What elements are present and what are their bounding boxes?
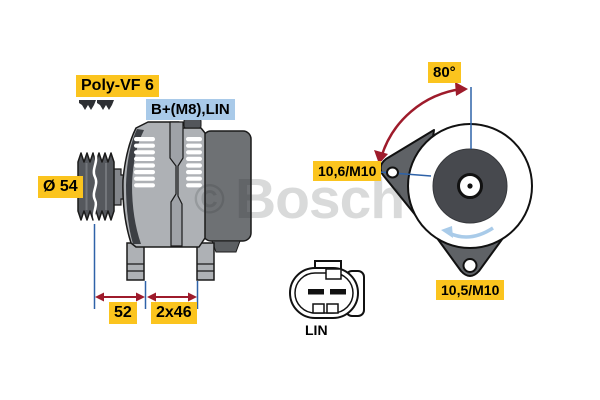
connector-key-notch xyxy=(325,268,342,280)
pulley xyxy=(77,152,115,221)
mount-hole-bottom xyxy=(462,258,478,273)
rotation-arrow xyxy=(441,226,494,239)
swivel-angle-arc xyxy=(374,82,468,164)
connector-cavity-right xyxy=(326,303,339,314)
belt-profile-icon xyxy=(79,100,114,110)
mount-hole-top-label: 10,6/M10 xyxy=(313,161,382,182)
mount-hole-bottom-label: 10,5/M10 xyxy=(436,280,505,301)
mount-hole-top xyxy=(386,166,399,179)
drive-end-edge xyxy=(126,129,144,244)
swivel-angle-label: 80° xyxy=(428,62,461,84)
hub-center-dot xyxy=(467,183,473,189)
pulley-diameter-label: Ø 54 xyxy=(38,176,83,199)
connector-cavity-left xyxy=(312,303,325,314)
dimension-52-label: 52 xyxy=(109,302,137,325)
mounting-feet xyxy=(126,242,215,281)
rear-cover xyxy=(202,130,252,242)
vent-slots-rear xyxy=(186,137,202,188)
vent-slots-front xyxy=(134,137,155,188)
alternator-front-view xyxy=(374,82,533,277)
alternator-side-view xyxy=(77,100,252,309)
terminal-label: B+(M8),LIN xyxy=(146,99,235,121)
dimension-lines xyxy=(93,224,199,309)
connector-pin-right xyxy=(330,289,346,295)
rear-cover-foot xyxy=(211,240,241,253)
belt-type-label: Poly-VF 6 xyxy=(76,75,159,98)
connector-lin-label: LIN xyxy=(305,322,328,338)
lin-connector-drawing xyxy=(289,260,365,319)
housing-seam xyxy=(169,121,184,247)
terminal-cap xyxy=(183,118,202,129)
connector-pin-left xyxy=(308,289,324,295)
dimension-2x46-label: 2x46 xyxy=(151,302,197,325)
break-line xyxy=(92,152,98,221)
